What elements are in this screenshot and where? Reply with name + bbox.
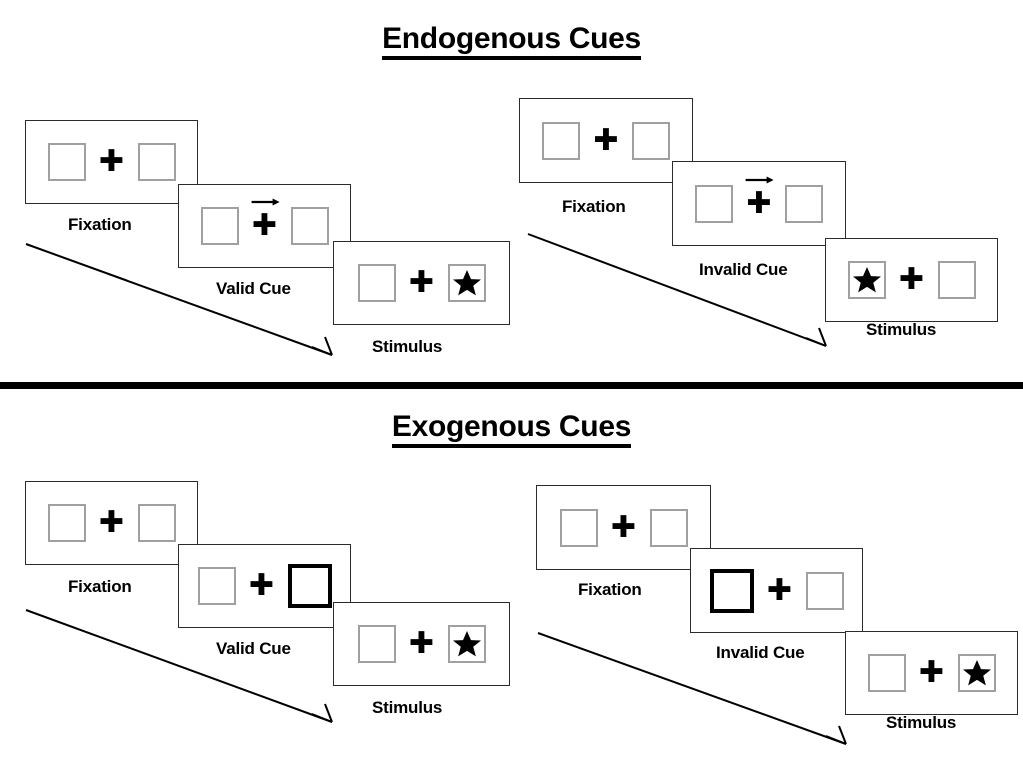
fixation-cross-glyph: ✚ bbox=[248, 568, 275, 603]
section-title-exogenous-text: Exogenous Cues bbox=[391, 411, 631, 448]
right-box bbox=[805, 571, 844, 610]
frame-content: ✚ bbox=[695, 176, 823, 223]
frame-content: ✚ bbox=[709, 568, 844, 613]
left-box bbox=[357, 625, 396, 663]
caption-endogenous-valid-stimulus: Stimulus bbox=[372, 337, 443, 356]
frame-content: ✚ bbox=[847, 261, 976, 299]
left-box bbox=[695, 184, 733, 223]
frame-endogenous-valid-fixation: ✚ bbox=[25, 120, 198, 204]
section-divider bbox=[0, 382, 1023, 389]
fixation-cross: ✚ bbox=[766, 572, 793, 608]
frame-exogenous-valid-stimulus: ✚ bbox=[333, 602, 510, 686]
right-box bbox=[785, 184, 823, 223]
caption-exogenous-valid-fixation: Fixation bbox=[68, 577, 132, 596]
fixation-cross: ✚ bbox=[409, 629, 435, 659]
frame-content: ✚ bbox=[357, 625, 486, 663]
fixation-cross: ✚ bbox=[593, 122, 619, 158]
caption-endogenous-invalid-stimulus: Stimulus bbox=[866, 320, 937, 339]
frame-endogenous-invalid-fixation: ✚ bbox=[519, 98, 693, 183]
left-box bbox=[559, 508, 598, 547]
left-box bbox=[200, 207, 239, 245]
fixation-cross: ✚ bbox=[745, 176, 774, 221]
section-title-endogenous: Endogenous Cues bbox=[0, 22, 1023, 60]
right-box bbox=[937, 261, 976, 299]
frame-content: ✚ bbox=[542, 121, 670, 160]
frame-exogenous-invalid-fixation: ✚ bbox=[536, 485, 711, 570]
left-box bbox=[867, 654, 906, 692]
section-title-endogenous-text: Endogenous Cues bbox=[382, 23, 641, 60]
right-box bbox=[137, 143, 176, 181]
frame-exogenous-invalid-cue: ✚ bbox=[690, 548, 863, 633]
section-endogenous: Endogenous Cues ✚ Fixation ✚ bbox=[0, 0, 1023, 382]
frame-endogenous-valid-cue: ✚ bbox=[178, 184, 351, 268]
left-box bbox=[47, 143, 86, 181]
caption-endogenous-valid-fixation: Fixation bbox=[68, 215, 132, 234]
star-icon bbox=[962, 660, 991, 686]
fixation-cross-glyph: ✚ bbox=[98, 505, 125, 540]
fixation-cross-glyph: ✚ bbox=[898, 262, 925, 297]
fixation-cross: ✚ bbox=[899, 265, 925, 295]
left-box bbox=[847, 261, 886, 299]
caption-exogenous-valid-stimulus: Stimulus bbox=[372, 698, 443, 717]
left-box-highlighted bbox=[709, 568, 754, 613]
fixation-cross: ✚ bbox=[409, 268, 435, 298]
fixation-cross-glyph: ✚ bbox=[408, 265, 435, 300]
frame-content: ✚ bbox=[559, 508, 688, 547]
frame-endogenous-valid-stimulus: ✚ bbox=[333, 241, 510, 325]
star-icon bbox=[852, 267, 881, 293]
left-box bbox=[542, 121, 580, 160]
fixation-cross-glyph: ✚ bbox=[593, 122, 619, 158]
fixation-cross-glyph: ✚ bbox=[610, 509, 637, 545]
caption-endogenous-invalid-cue: Invalid Cue bbox=[699, 260, 788, 279]
fixation-cross-glyph: ✚ bbox=[766, 572, 793, 608]
frame-exogenous-valid-cue: ✚ bbox=[178, 544, 351, 628]
right-box bbox=[649, 508, 688, 547]
frame-exogenous-valid-fixation: ✚ bbox=[25, 481, 198, 565]
frame-content: ✚ bbox=[357, 264, 486, 302]
left-box bbox=[357, 264, 396, 302]
right-box bbox=[447, 264, 486, 302]
section-title-exogenous: Exogenous Cues bbox=[0, 410, 1023, 448]
fixation-cross: ✚ bbox=[919, 658, 945, 688]
right-box bbox=[137, 504, 176, 542]
fixation-cross: ✚ bbox=[99, 147, 125, 177]
fixation-cross: ✚ bbox=[99, 508, 125, 538]
fixation-cross: ✚ bbox=[249, 571, 275, 601]
right-box bbox=[632, 121, 670, 160]
frame-content: ✚ bbox=[197, 564, 332, 608]
caption-endogenous-invalid-fixation: Fixation bbox=[562, 197, 626, 216]
star-icon bbox=[452, 270, 481, 296]
right-box-highlighted bbox=[287, 564, 332, 608]
fixation-cross: ✚ bbox=[610, 509, 637, 545]
left-box bbox=[47, 504, 86, 542]
right-box bbox=[290, 207, 329, 245]
frame-content: ✚ bbox=[200, 198, 329, 245]
frame-endogenous-invalid-cue: ✚ bbox=[672, 161, 846, 246]
right-box bbox=[447, 625, 486, 663]
caption-exogenous-valid-cue: Valid Cue bbox=[216, 639, 291, 658]
fixation-cross-glyph: ✚ bbox=[918, 655, 945, 690]
caption-exogenous-invalid-stimulus: Stimulus bbox=[886, 713, 957, 732]
fixation-cross-glyph: ✚ bbox=[251, 208, 278, 243]
caption-endogenous-valid-cue: Valid Cue bbox=[216, 279, 291, 298]
fixation-cross-glyph: ✚ bbox=[408, 626, 435, 661]
fixation-cross-glyph: ✚ bbox=[98, 144, 125, 179]
frame-endogenous-invalid-stimulus: ✚ bbox=[825, 238, 998, 322]
flow-arrow-endogenous-invalid bbox=[527, 233, 827, 347]
caption-exogenous-invalid-fixation: Fixation bbox=[578, 580, 642, 599]
fixation-cross-glyph: ✚ bbox=[746, 185, 772, 221]
frame-content: ✚ bbox=[867, 654, 996, 692]
star-icon bbox=[452, 631, 481, 657]
arrow-right-icon bbox=[251, 198, 280, 206]
left-box bbox=[197, 567, 236, 605]
flow-arrow-exogenous-invalid bbox=[537, 632, 847, 745]
frame-content: ✚ bbox=[47, 143, 176, 181]
arrow-right-icon bbox=[745, 176, 774, 183]
right-box bbox=[957, 654, 996, 692]
frame-content: ✚ bbox=[47, 504, 176, 542]
section-exogenous: Exogenous Cues ✚ Fixation ✚ Valid Cue bbox=[0, 389, 1023, 767]
fixation-cross: ✚ bbox=[251, 198, 280, 243]
caption-exogenous-invalid-cue: Invalid Cue bbox=[716, 643, 805, 662]
frame-exogenous-invalid-stimulus: ✚ bbox=[845, 631, 1018, 715]
